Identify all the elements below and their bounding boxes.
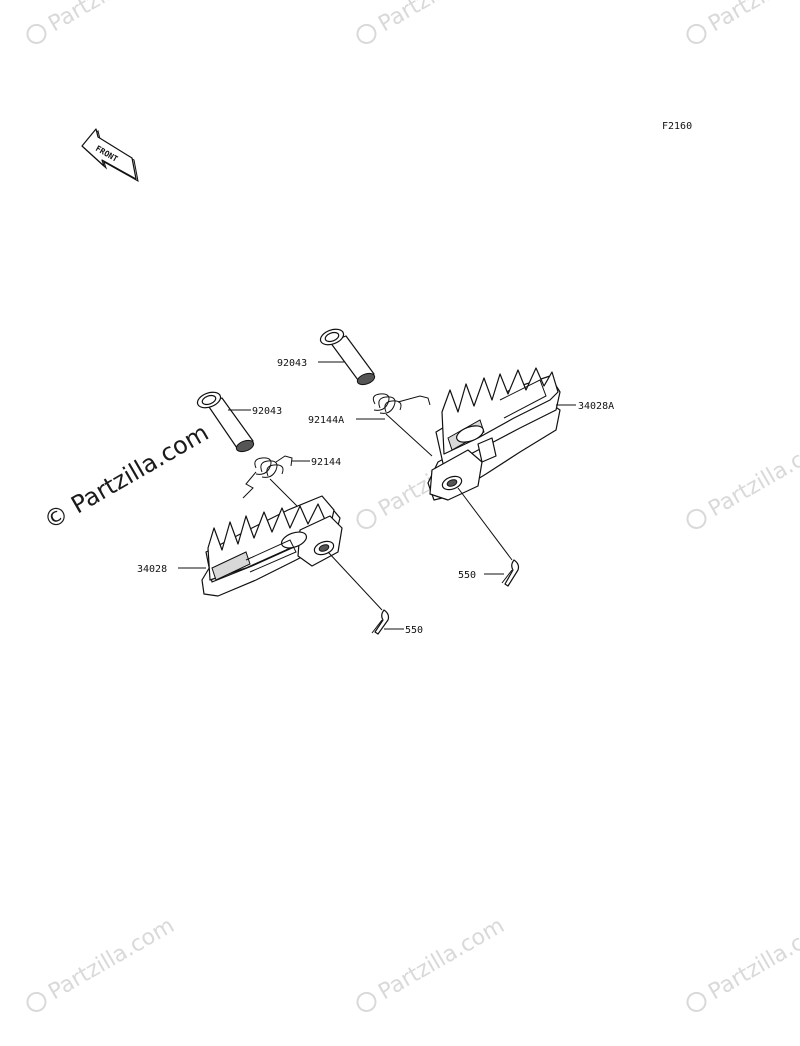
svg-text:Partzilla.com: Partzilla.com bbox=[374, 913, 508, 1005]
svg-text:Partzilla.com: Partzilla.com bbox=[374, 0, 508, 37]
cotter-pin-left-550 bbox=[371, 609, 390, 635]
footpeg-right-34028A bbox=[427, 367, 561, 501]
svg-text:Partzilla.com: Partzilla.com bbox=[704, 0, 800, 37]
svg-text:Partzilla.com: Partzilla.com bbox=[704, 430, 800, 522]
callout-cotter-right: 550 bbox=[458, 570, 476, 581]
callout-footpeg-left: 34028 bbox=[137, 564, 167, 575]
spring-left-92144 bbox=[242, 455, 293, 499]
callout-pin-upper: 92043 bbox=[277, 358, 307, 369]
watermark-bottom-left: Partzilla.com bbox=[26, 913, 179, 1012]
watermark-top-right: Partzilla.com bbox=[686, 0, 800, 44]
svg-text:Partzilla.com: Partzilla.com bbox=[44, 913, 178, 1005]
watermark-top-center: Partzilla.com bbox=[356, 0, 509, 44]
callout-pin-left: 92043 bbox=[252, 406, 282, 417]
callout-spring-left: 92144 bbox=[311, 457, 341, 468]
svg-text:Partzilla.com: Partzilla.com bbox=[704, 913, 800, 1005]
callout-spring-right: 92144A bbox=[308, 415, 344, 426]
watermark-bottom-center: Partzilla.com bbox=[356, 913, 509, 1012]
front-arrow-icon: FRONT bbox=[81, 128, 139, 182]
watermark-mid-right: Partzilla.com bbox=[686, 430, 800, 529]
pin-left-92043 bbox=[196, 391, 255, 453]
watermark-grid: Partzilla.com Partzilla.com Partzilla.co… bbox=[26, 0, 800, 1012]
side-watermark: © Partzilla.com bbox=[39, 418, 213, 535]
svg-text:Partzilla.com: Partzilla.com bbox=[44, 0, 178, 37]
callout-footpeg-right: 34028A bbox=[578, 401, 614, 412]
callout-cotter-left: 550 bbox=[405, 625, 423, 636]
watermark-bottom-right: Partzilla.com bbox=[686, 913, 800, 1012]
figure-code: F2160 bbox=[662, 121, 692, 132]
spring-right-92144A bbox=[372, 393, 431, 414]
footpeg-left-34028 bbox=[201, 495, 343, 597]
pin-upper-92043 bbox=[319, 328, 376, 386]
cotter-pin-right-550 bbox=[501, 559, 520, 587]
watermark-top-left: Partzilla.com bbox=[26, 0, 179, 44]
